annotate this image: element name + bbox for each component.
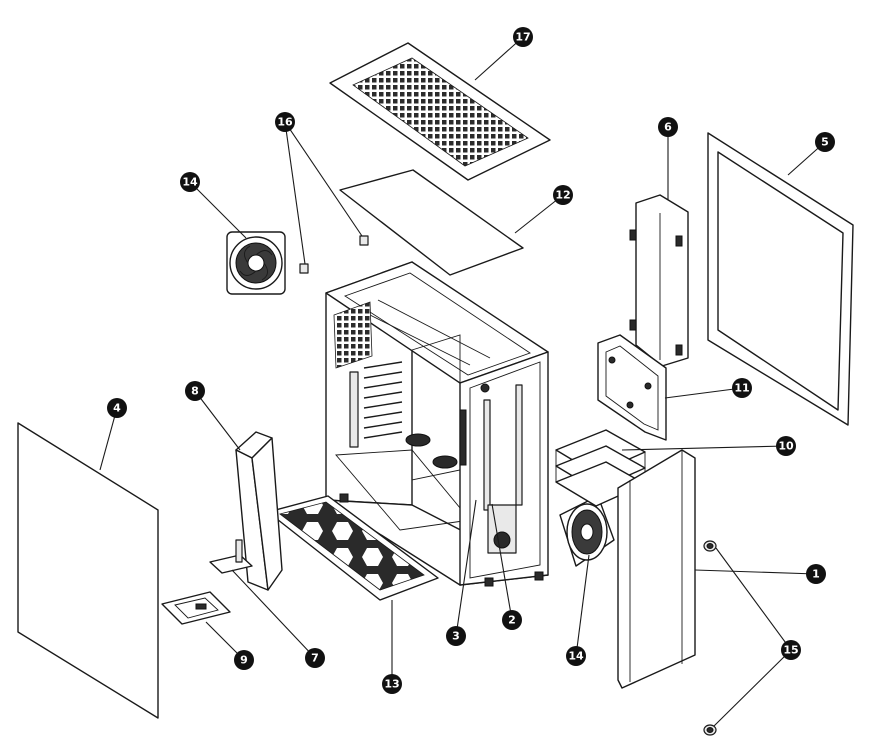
main-chassis <box>325 261 549 587</box>
part-14-fan-side <box>559 495 615 567</box>
callout-label: 7 <box>311 652 319 665</box>
callout-4: 4 <box>107 398 127 418</box>
callout-label: 6 <box>664 121 672 134</box>
part-4-left-panel <box>17 422 159 719</box>
callout-label: 14 <box>182 176 198 189</box>
expansion-slots <box>349 361 403 448</box>
part-12-dust-filter <box>339 169 524 276</box>
callout-7: 7 <box>305 648 325 668</box>
callout-label: 4 <box>113 402 121 415</box>
callout-12: 12 <box>553 185 573 205</box>
callout-16: 16 <box>275 112 295 132</box>
part-13-bottom-filter <box>267 495 439 601</box>
part-17-top-cover <box>329 42 551 181</box>
callout-1: 1 <box>806 564 826 584</box>
callout-label: 2 <box>508 614 516 627</box>
callout-label: 5 <box>821 136 829 149</box>
callout-label: 16 <box>277 116 293 129</box>
callout-10: 10 <box>776 436 796 456</box>
callout-2: 2 <box>502 610 522 630</box>
callout-label: 14 <box>568 650 584 663</box>
callout-13: 13 <box>382 674 402 694</box>
part-10-ssd-trays <box>555 429 646 507</box>
callout-label: 12 <box>555 189 570 202</box>
callout-15: 15 <box>781 640 801 660</box>
part-14-fan-top <box>226 231 286 295</box>
part-15-caps <box>703 540 717 736</box>
part-6-cage-plate <box>629 194 689 367</box>
part-1-front-panel <box>617 449 696 689</box>
callout-11: 11 <box>732 378 752 398</box>
callout-label: 11 <box>734 382 749 395</box>
callout-6: 6 <box>658 117 678 137</box>
callout-17: 17 <box>513 27 533 47</box>
callout-label: 15 <box>783 644 798 657</box>
callout-9: 9 <box>234 650 254 670</box>
callout-5: 5 <box>815 132 835 152</box>
part-7-bracket <box>209 539 253 574</box>
callout-label: 8 <box>191 385 199 398</box>
callout-14-top: 14 <box>180 172 200 192</box>
part-16-screws <box>299 235 369 274</box>
callout-14-side: 14 <box>566 646 586 666</box>
callout-label: 9 <box>240 654 248 667</box>
leader-lines <box>99 36 826 727</box>
part-9-drive-tray <box>161 591 231 625</box>
callout-label: 17 <box>515 31 530 44</box>
part-8-bracket <box>235 431 283 591</box>
callout-3: 3 <box>446 626 466 646</box>
callout-label: 10 <box>778 440 794 453</box>
part-11-drive-bracket <box>597 334 667 441</box>
callout-label: 13 <box>384 678 399 691</box>
callout-label: 3 <box>452 630 460 643</box>
part-5-glass-panel <box>707 132 854 426</box>
callout-8: 8 <box>185 381 205 401</box>
callout-label: 1 <box>812 568 820 581</box>
